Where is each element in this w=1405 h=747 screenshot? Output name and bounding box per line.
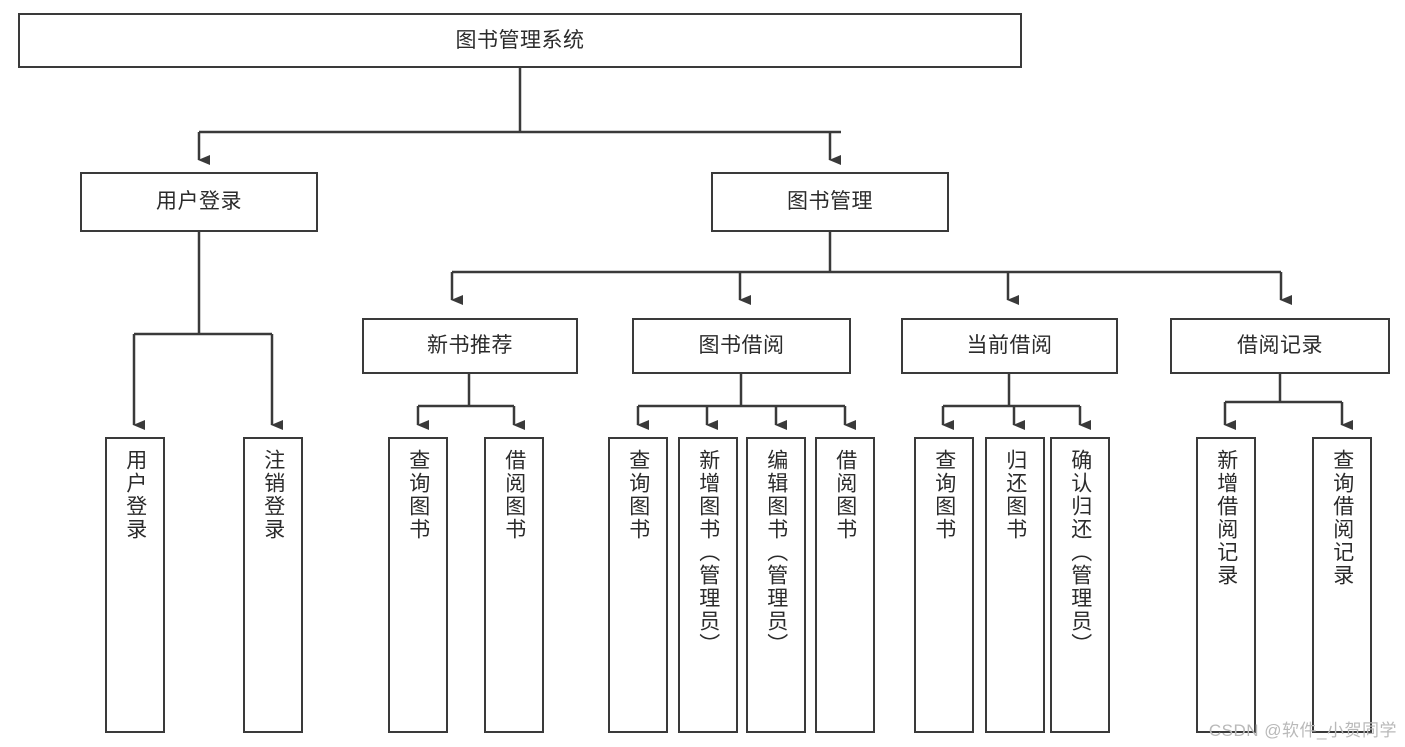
leaf-user-login-1[interactable]: 用户登录 — [105, 437, 165, 733]
watermark-text: CSDN @软件_小贺同学 — [1208, 721, 1397, 740]
leaf-current-borrow-2[interactable]: 归还图书 — [985, 437, 1045, 733]
node-book-borrow[interactable]: 图书借阅 — [632, 318, 851, 374]
leaf-new-book-1-label: 查询图书 — [406, 449, 430, 541]
node-root[interactable]: 图书管理系统 — [18, 13, 1022, 68]
leaf-book-borrow-2-label: 新增图书（管理员） — [696, 449, 720, 656]
leaf-book-borrow-1-label: 查询图书 — [626, 449, 650, 541]
leaf-borrow-record-2-label: 查询借阅记录 — [1330, 449, 1354, 587]
leaf-new-book-2-label: 借阅图书 — [502, 449, 526, 541]
leaf-current-borrow-2-label: 归还图书 — [1003, 449, 1027, 541]
node-root-label: 图书管理系统 — [455, 28, 585, 52]
leaf-book-borrow-3-label: 编辑图书（管理员） — [764, 449, 788, 656]
node-borrow-record[interactable]: 借阅记录 — [1170, 318, 1390, 374]
leaf-book-borrow-4[interactable]: 借阅图书 — [815, 437, 875, 733]
leaf-new-book-1[interactable]: 查询图书 — [388, 437, 448, 733]
node-book-borrow-label: 图书借阅 — [698, 334, 785, 358]
node-current-borrow[interactable]: 当前借阅 — [901, 318, 1118, 374]
leaf-current-borrow-3[interactable]: 确认归还（管理员） — [1050, 437, 1110, 733]
node-user-login[interactable]: 用户登录 — [80, 172, 318, 232]
node-current-borrow-label: 当前借阅 — [966, 334, 1053, 358]
node-new-book-recommend[interactable]: 新书推荐 — [362, 318, 578, 374]
leaf-borrow-record-1[interactable]: 新增借阅记录 — [1196, 437, 1256, 733]
leaf-book-borrow-1[interactable]: 查询图书 — [608, 437, 668, 733]
leaf-user-login-2-label: 注销登录 — [261, 449, 285, 541]
node-user-login-label: 用户登录 — [156, 190, 242, 214]
leaf-new-book-2[interactable]: 借阅图书 — [484, 437, 544, 733]
node-book-management-label: 图书管理 — [787, 190, 873, 214]
leaf-borrow-record-2[interactable]: 查询借阅记录 — [1312, 437, 1372, 733]
leaf-borrow-record-1-label: 新增借阅记录 — [1214, 449, 1238, 587]
leaf-book-borrow-3[interactable]: 编辑图书（管理员） — [746, 437, 806, 733]
leaf-book-borrow-2[interactable]: 新增图书（管理员） — [678, 437, 738, 733]
node-borrow-record-label: 借阅记录 — [1237, 334, 1323, 358]
leaf-current-borrow-1-label: 查询图书 — [932, 449, 956, 541]
leaf-user-login-2[interactable]: 注销登录 — [243, 437, 303, 733]
leaf-book-borrow-4-label: 借阅图书 — [833, 449, 857, 541]
leaf-current-borrow-1[interactable]: 查询图书 — [914, 437, 974, 733]
leaf-current-borrow-3-label: 确认归还（管理员） — [1068, 449, 1092, 656]
leaf-user-login-1-label: 用户登录 — [123, 449, 147, 541]
node-new-book-recommend-label: 新书推荐 — [427, 334, 513, 358]
node-book-management[interactable]: 图书管理 — [711, 172, 949, 232]
